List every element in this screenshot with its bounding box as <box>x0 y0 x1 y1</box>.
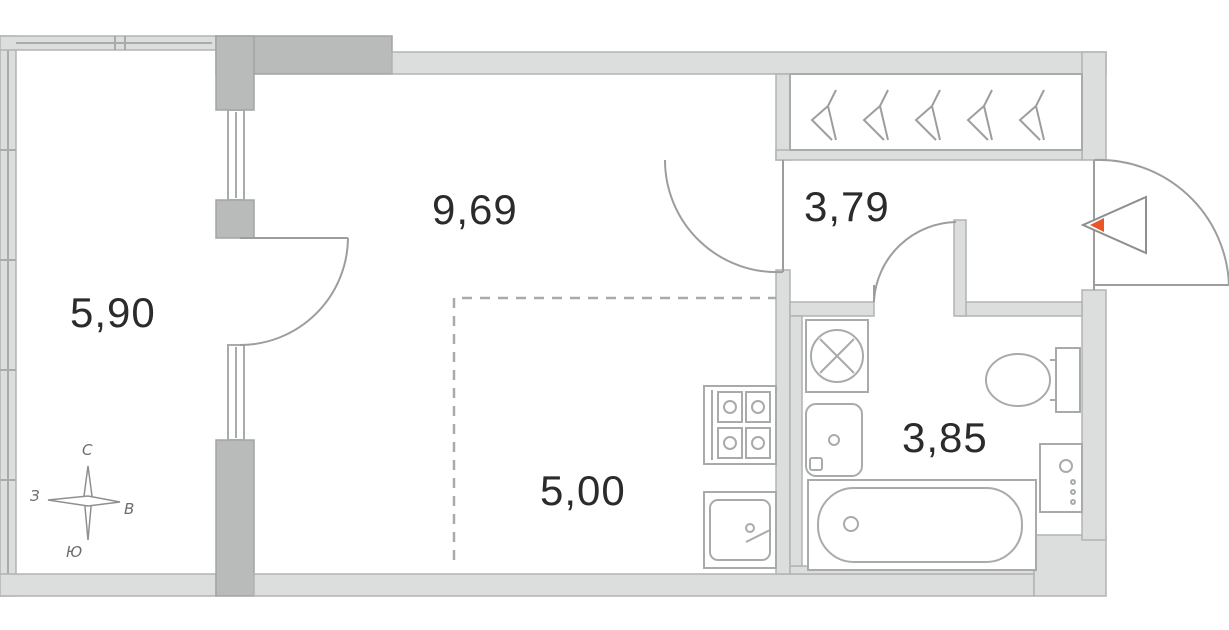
stove-icon <box>703 385 777 465</box>
hanger-icon <box>810 89 837 141</box>
balcony-area-label: 5,90 <box>70 289 156 336</box>
balcony <box>0 35 217 597</box>
boiler-icon <box>1039 443 1083 513</box>
doors <box>239 158 1229 346</box>
kitchen-zone <box>452 296 776 560</box>
living-room-area-label: 9,69 <box>432 186 518 233</box>
hanger-icon <box>1018 89 1045 141</box>
compass-north-label: С <box>82 441 93 459</box>
wardrobe-rail <box>789 73 1083 151</box>
kitchen-area-label: 5,00 <box>540 467 626 514</box>
compass-south-label: Ю <box>66 543 83 561</box>
exterior-wall-balcony <box>215 35 393 597</box>
hall-area-label: 3,79 <box>804 183 890 230</box>
hanger-icon <box>966 89 993 141</box>
hanger-icon <box>914 89 941 141</box>
compass-icon <box>47 465 121 541</box>
bathtub-icon <box>807 479 1037 571</box>
wash-basin-icon <box>805 403 863 477</box>
balcony-parapet-bottom <box>0 573 217 597</box>
hanger-icon <box>862 89 889 141</box>
kitchen-sink-icon <box>703 491 777 569</box>
entrance-marker-icon <box>1080 195 1147 255</box>
bathroom-area-label: 3,85 <box>902 414 988 461</box>
compass-east-label: В <box>124 500 135 518</box>
wardrobe <box>789 73 1083 151</box>
washing-machine-icon <box>805 319 869 393</box>
toilet-icon <box>985 347 1081 413</box>
compass-west-label: З <box>30 487 40 505</box>
